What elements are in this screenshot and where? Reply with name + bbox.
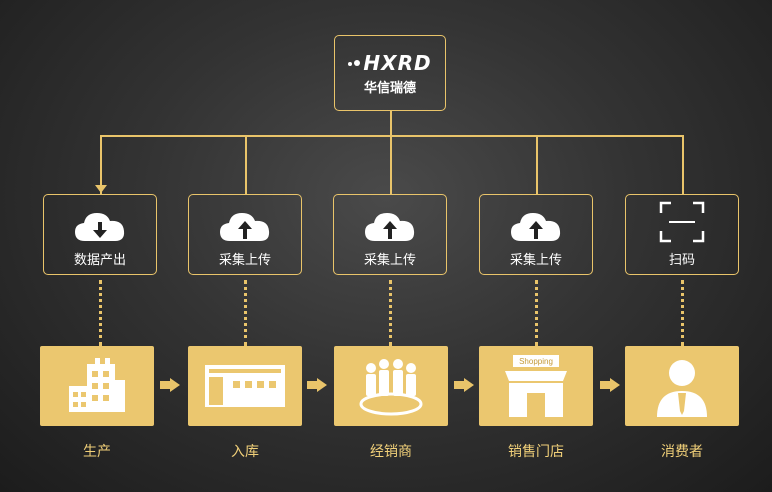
stage-consumer	[625, 346, 739, 426]
arrow-right-icon	[160, 378, 180, 392]
logo-box: HXRD 华信瑞德	[334, 35, 446, 111]
arrow-right-icon	[600, 378, 620, 392]
step-box-1: 数据产出	[43, 194, 157, 275]
stage-label: 销售门店	[508, 444, 564, 460]
step-box-4: 采集上传	[479, 194, 593, 275]
arrow-right-icon	[307, 378, 327, 392]
stage-production	[40, 346, 154, 426]
stage-label: 消费者	[661, 444, 703, 460]
stage-label: 入库	[231, 444, 259, 460]
store-sign-text: Shopping	[519, 357, 553, 366]
stage-distributor	[334, 346, 448, 426]
step-label: 采集上传	[509, 253, 562, 268]
stage-label: 经销商	[370, 444, 412, 460]
dotted-connector	[244, 280, 247, 346]
step-label: 采集上传	[363, 253, 416, 268]
connector-drop-5	[682, 135, 684, 194]
cloud-upload-icon	[511, 213, 561, 241]
cloud-download-icon	[75, 213, 125, 241]
stage-warehouse	[188, 346, 302, 426]
connector-trunk	[390, 111, 392, 135]
step-label: 扫码	[668, 253, 695, 268]
step-box-2: 采集上传	[188, 194, 302, 275]
logo-mark-text: HXRD	[363, 50, 432, 75]
connector-drop-3	[390, 135, 392, 194]
connector-drop-2	[245, 135, 247, 194]
store-icon: Shopping	[505, 355, 567, 417]
distributor-group-icon	[359, 359, 423, 416]
arrow-right-icon	[454, 378, 474, 392]
logo-name: 华信瑞德	[363, 80, 416, 96]
dotted-connector	[681, 280, 684, 346]
stage-store: Shopping	[479, 346, 593, 426]
consumer-icon	[657, 360, 707, 417]
warehouse-icon	[205, 365, 285, 407]
connector-drop-4	[536, 135, 538, 194]
step-box-3: 采集上传	[333, 194, 447, 275]
cloud-upload-icon	[220, 213, 270, 241]
step-label: 数据产出	[73, 253, 126, 268]
connector-drop-1	[100, 135, 102, 194]
logo-dots-icon	[348, 59, 361, 66]
factory-icon	[69, 358, 125, 412]
dotted-connector	[535, 280, 538, 346]
cloud-upload-icon	[365, 213, 415, 241]
step-box-5: 扫码	[625, 194, 739, 275]
connector-horizontal	[100, 135, 683, 137]
arrow-down-icon	[95, 185, 107, 193]
dotted-connector	[389, 280, 392, 346]
logo-mark: HXRD	[348, 51, 431, 75]
stage-label: 生产	[83, 444, 111, 460]
scan-icon	[659, 201, 705, 243]
dotted-connector	[99, 280, 102, 346]
step-label: 采集上传	[218, 253, 271, 268]
